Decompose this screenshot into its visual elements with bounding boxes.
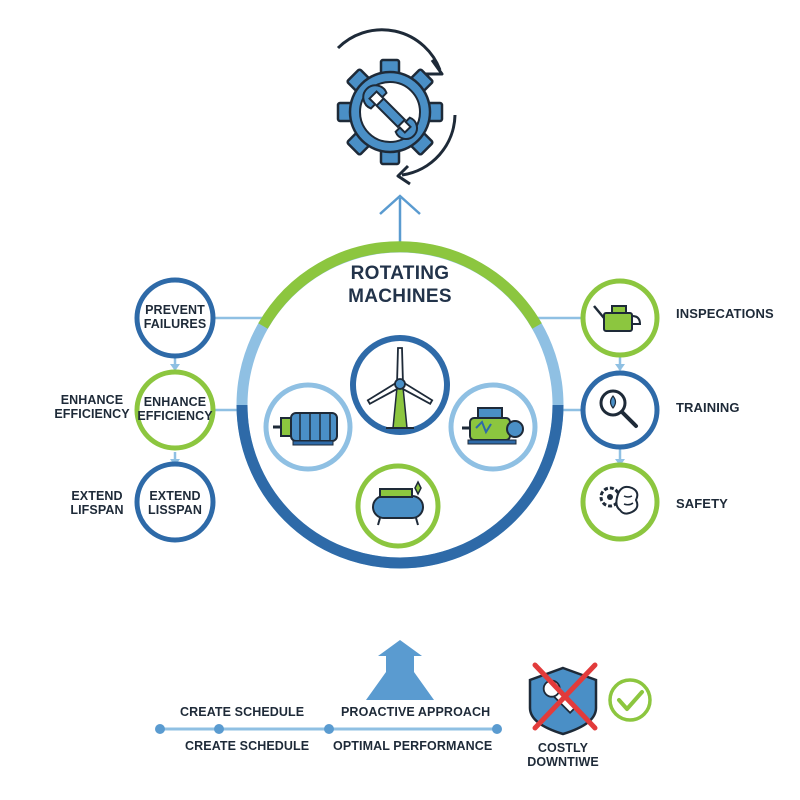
electric-motor-icon — [263, 382, 353, 472]
goal-circle-enhance-efficiency — [134, 369, 216, 451]
up-arrow-icon — [379, 194, 421, 244]
timeline — [155, 724, 502, 734]
goal-label-extend-lifespan: EXTEND LISSPAN — [148, 489, 202, 518]
goal-circle-extend-lifespan — [134, 461, 216, 543]
center-title-line-2: MACHINES — [348, 285, 452, 307]
connector-lines — [173, 316, 622, 465]
right-label-training: TRAINING — [676, 400, 740, 415]
goal-circle-prevent-failures — [134, 277, 216, 359]
goal-label-prevent-failures: PREVENT FAILURES — [143, 303, 207, 332]
timeline-label-bottom-right: OPTIMAL PERFORMANCE — [333, 739, 493, 753]
proactive-arrow-icon — [366, 640, 434, 700]
gear-wrench-cycle-icon — [336, 28, 457, 186]
compressor-tank-icon — [355, 463, 441, 549]
crossed-shield-wrench-icon — [528, 662, 598, 736]
side-label-enhance-efficiency: ENHANCE EFFICIENCY — [54, 393, 130, 422]
check-circle-icon — [608, 678, 652, 722]
timeline-label-bottom-left: CREATE SCHEDULE — [185, 739, 310, 753]
timeline-label-top-right: PROACTIVE APPROACH — [341, 705, 491, 719]
timeline-label-top-left: CREATE SCHEDULE — [180, 705, 305, 719]
pump-icon — [448, 382, 538, 472]
wind-turbine-icon — [350, 335, 450, 435]
right-label-inspecations: INSPECATIONS — [676, 306, 774, 321]
gear-brain-icon — [580, 462, 660, 542]
costly-downtime-label: COSTLY DOWNTIWE — [527, 741, 599, 770]
center-title-line-1: ROTATING — [350, 263, 450, 284]
goal-label-enhance-efficiency: ENHANCE EFFICIENCY — [137, 395, 213, 424]
center-title: ROTATING MACHINES — [300, 263, 500, 309]
oil-can-icon — [580, 278, 660, 358]
side-label-extend-lifespan: EXTEND LIFSPAN — [70, 489, 124, 518]
right-label-safety: SAFETY — [676, 496, 728, 511]
magnifier-drop-icon — [580, 370, 660, 450]
